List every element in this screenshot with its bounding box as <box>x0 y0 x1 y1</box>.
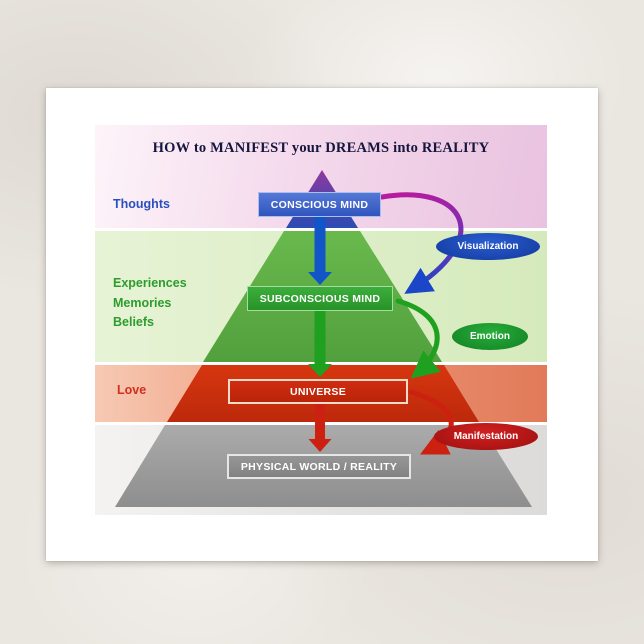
label-mind-group: Experiences Memories Beliefs <box>113 274 187 333</box>
label-memories: Memories <box>113 295 172 310</box>
label-beliefs: Beliefs <box>113 315 154 329</box>
label-experiences: Experiences <box>113 276 187 290</box>
label-thoughts: Thoughts <box>113 197 170 211</box>
postcard: HOW to MANIFEST your DREAMS into REALITY… <box>46 88 598 561</box>
curve-arrow-manifestation <box>408 389 454 455</box>
down-arrow-subconscious-to-universe <box>308 311 332 377</box>
box-conscious-mind: CONSCIOUS MIND <box>258 192 381 217</box>
bubble-manifestation: Manifestation <box>434 423 538 450</box>
curve-arrow-visualization <box>379 192 464 294</box>
down-arrow-universe-to-physical <box>308 404 332 452</box>
curve-arrow-emotion <box>395 298 441 379</box>
label-love: Love <box>117 383 147 397</box>
diagram-title: HOW to MANIFEST your DREAMS into REALITY <box>152 140 490 156</box>
bubble-emotion: Emotion <box>452 323 528 350</box>
bubble-visualization: Visualization <box>436 233 540 260</box>
down-arrow-conscious-to-subconscious <box>308 217 332 285</box>
box-subconscious-mind: SUBCONSCIOUS MIND <box>247 286 393 311</box>
box-physical-world: PHYSICAL WORLD / REALITY <box>227 454 411 479</box>
manifestation-diagram: HOW to MANIFEST your DREAMS into REALITY… <box>95 125 547 515</box>
box-universe: UNIVERSE <box>228 379 408 404</box>
